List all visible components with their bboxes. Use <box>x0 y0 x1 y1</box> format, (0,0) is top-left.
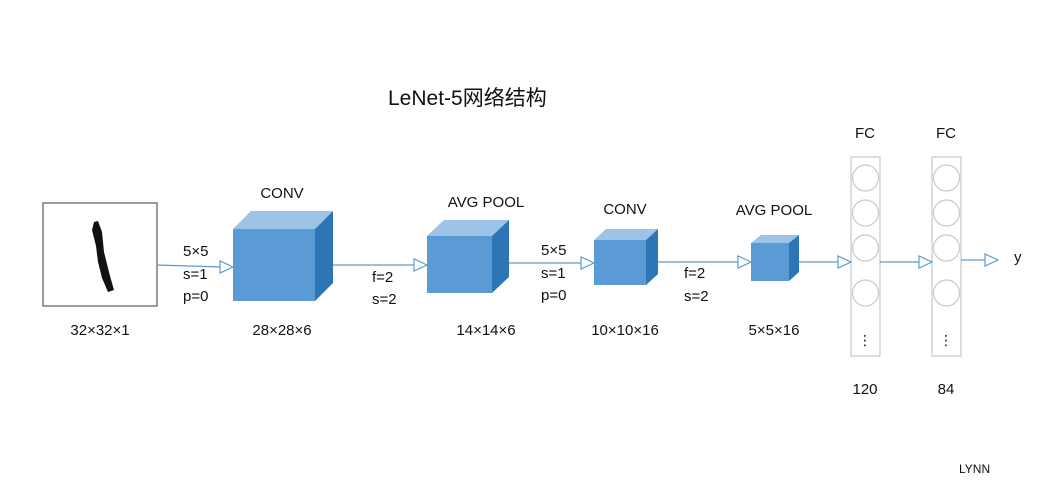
pool1-side-face <box>492 220 509 293</box>
fc1-neuron-2 <box>851 199 880 227</box>
conv1-front-face <box>233 229 315 301</box>
transition4-stride: s=2 <box>684 288 709 305</box>
transition2-filter: f=2 <box>372 269 394 286</box>
fc2-name: FC <box>936 125 956 142</box>
fc2-neuron-4 <box>932 279 961 307</box>
pool2-top-face <box>751 235 799 243</box>
transition2-stride: s=2 <box>372 291 397 308</box>
input-image <box>42 202 158 307</box>
fc1-neuron-3 <box>851 234 880 262</box>
conv2-volume <box>594 229 658 285</box>
conv1-top-face <box>233 211 333 229</box>
author-credit: LYNN <box>959 462 991 476</box>
output-label: y <box>1014 249 1022 266</box>
pool1-front-face <box>427 236 492 293</box>
conv2-top-face <box>594 229 658 240</box>
fc1-name: FC <box>855 125 875 142</box>
pool2-size: 5×5×16 <box>748 322 800 339</box>
transition1-padding: p=0 <box>183 288 209 305</box>
fc1-neuron-1 <box>851 164 880 192</box>
transition1-filter: 5×5 <box>183 243 209 260</box>
pool2-volume <box>751 235 799 281</box>
conv2-front-face <box>594 240 646 285</box>
transition3-stride: s=1 <box>541 265 566 282</box>
pool2-front-face <box>751 243 789 281</box>
diagram-title: LeNet-5网络结构 <box>388 87 547 110</box>
fc1-ellipsis: ⋮ <box>858 332 872 348</box>
transition1-stride: s=1 <box>183 266 208 283</box>
connector-arrows <box>156 253 1000 274</box>
fc2-ellipsis: ⋮ <box>939 332 953 348</box>
fc2-neuron-1 <box>932 164 961 192</box>
arrow-input-to-conv1 <box>156 264 223 268</box>
arrowhead-fc2 <box>918 255 934 269</box>
conv2-side-face <box>646 229 658 285</box>
pool1-top-face <box>427 220 509 236</box>
pool1-name: AVG POOL <box>447 194 525 211</box>
fc1-units: 120 <box>852 381 878 398</box>
pool1-size: 14×14×6 <box>456 322 516 339</box>
arrowhead-pool2 <box>737 255 753 269</box>
fc1-neuron-4 <box>851 279 880 307</box>
arrowhead-pool1 <box>413 258 429 272</box>
fc2-column <box>931 156 962 357</box>
conv1-side-face <box>315 211 333 301</box>
fc2-neuron-3 <box>932 234 961 262</box>
arrowhead-conv2 <box>580 256 596 270</box>
conv1-volume <box>233 211 333 301</box>
arrowhead-output <box>984 253 1000 267</box>
pool2-side-face <box>789 235 799 281</box>
transition3-padding: p=0 <box>541 287 567 304</box>
transition3-filter: 5×5 <box>541 242 567 259</box>
pool2-name: AVG POOL <box>735 202 813 219</box>
pool1-volume <box>427 220 509 293</box>
arrowhead-fc1 <box>837 255 853 269</box>
arrowhead-conv1 <box>219 260 235 274</box>
handwritten-digit-one <box>92 221 114 292</box>
conv2-size: 10×10×16 <box>591 322 659 339</box>
fc2-units: 84 <box>937 381 955 398</box>
fc1-column <box>850 156 881 357</box>
conv2-name: CONV <box>603 201 647 218</box>
input-size: 32×32×1 <box>70 322 130 339</box>
fc2-neuron-2 <box>932 199 961 227</box>
conv1-name: CONV <box>260 185 304 202</box>
conv1-size: 28×28×6 <box>252 322 312 339</box>
transition4-filter: f=2 <box>684 265 706 282</box>
